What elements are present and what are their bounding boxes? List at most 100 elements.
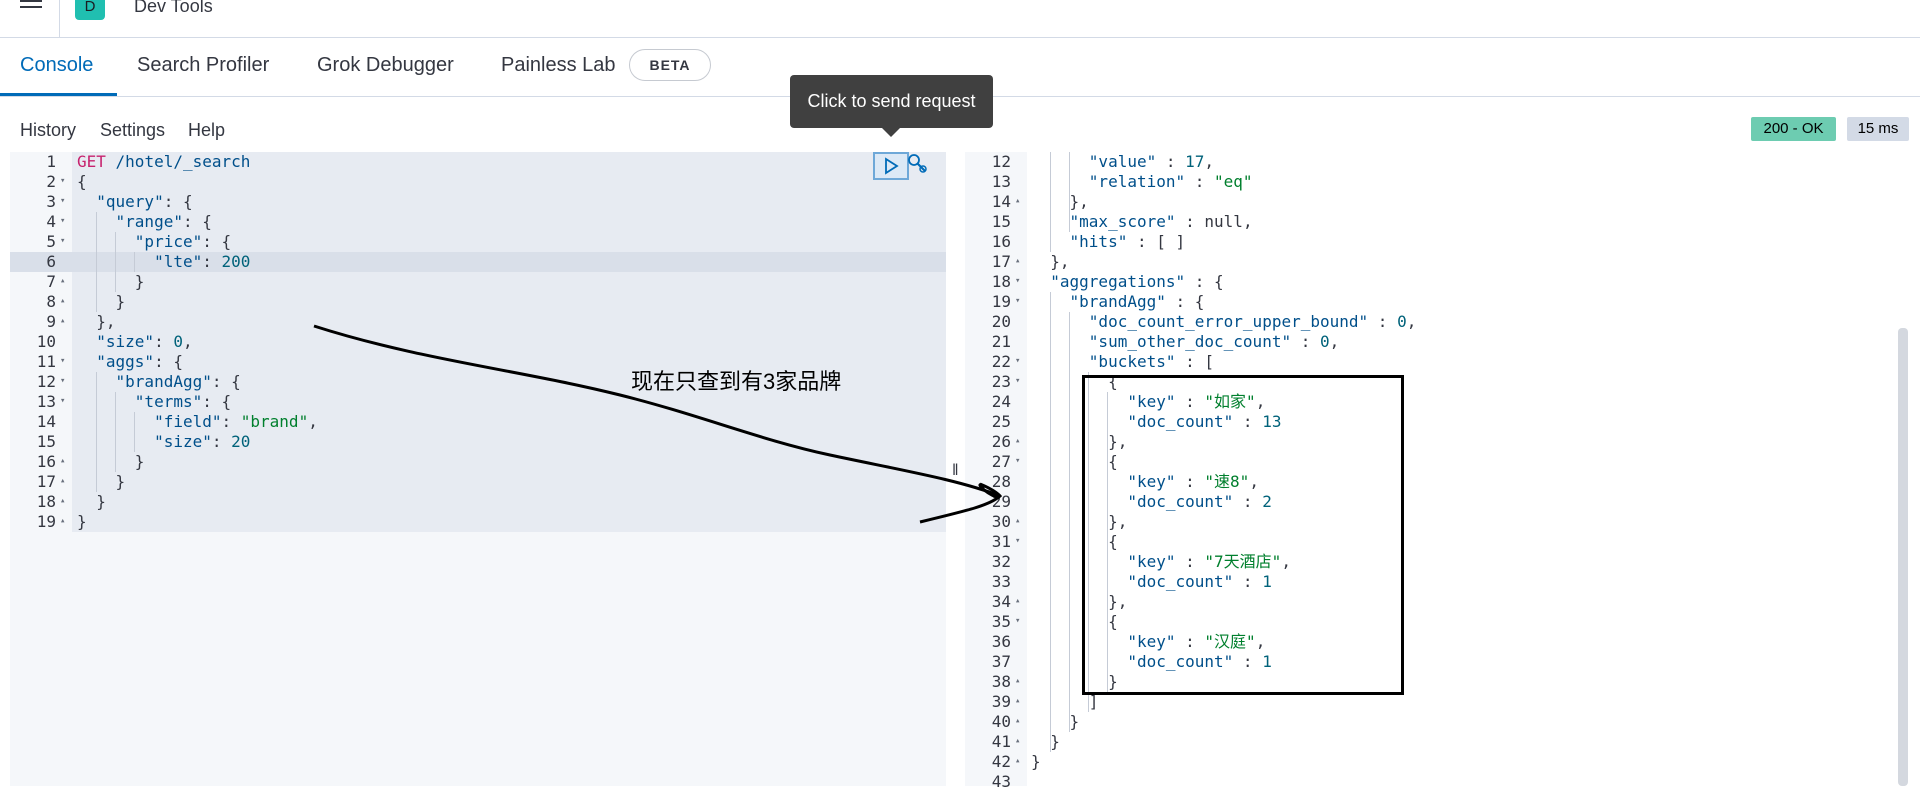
fold-toggle-icon[interactable]: ▾ xyxy=(1015,296,1021,306)
panel-resizer[interactable]: ‖ xyxy=(952,462,959,479)
line-number: 15 xyxy=(36,432,56,451)
indent-guide xyxy=(115,232,116,292)
active-line-highlight xyxy=(10,252,946,272)
response-line: "doc_count" : 13 xyxy=(1127,412,1282,431)
fold-end-icon: ▴ xyxy=(60,276,66,286)
space-avatar[interactable]: D xyxy=(75,0,105,20)
response-gutter xyxy=(965,152,1027,786)
fold-end-icon: ▴ xyxy=(1015,596,1021,606)
line-number: 4 xyxy=(46,212,56,231)
indent-guide xyxy=(1107,392,1108,692)
response-line: "key" : "如家", xyxy=(1127,392,1266,411)
menu-icon[interactable] xyxy=(20,0,42,14)
line-number: 22 xyxy=(991,352,1011,371)
code-line: "query": { xyxy=(96,192,193,211)
fold-end-icon: ▴ xyxy=(1015,716,1021,726)
request-selection xyxy=(72,152,946,532)
response-line: { xyxy=(1031,532,1118,551)
code-line: { xyxy=(77,172,87,191)
buckets-highlight-box xyxy=(1082,375,1404,695)
fold-toggle-icon[interactable]: ▾ xyxy=(60,396,66,406)
fold-toggle-icon[interactable]: ▾ xyxy=(1015,536,1021,546)
line-number: 11 xyxy=(36,352,56,371)
response-line: "key" : "汉庭", xyxy=(1127,632,1266,651)
fold-toggle-icon[interactable]: ▾ xyxy=(60,236,66,246)
response-line: ] xyxy=(1031,692,1099,711)
response-scrollbar[interactable] xyxy=(1898,328,1908,786)
code-line: "field": "brand", xyxy=(154,412,318,431)
fold-toggle-icon[interactable]: ▾ xyxy=(1015,276,1021,286)
line-number: 18 xyxy=(991,272,1011,291)
indent-guide xyxy=(1069,152,1070,232)
header-divider xyxy=(59,0,60,37)
code-line: "terms": { xyxy=(134,392,232,411)
code-line: "range": { xyxy=(115,212,212,231)
fold-toggle-icon[interactable]: ▾ xyxy=(1015,376,1021,386)
request-line: GET /hotel/_search xyxy=(77,152,250,172)
line-number: 17 xyxy=(36,472,56,491)
response-line: "doc_count" : 2 xyxy=(1127,492,1272,511)
response-line: "relation" : "eq" xyxy=(1088,172,1253,191)
fold-end-icon: ▴ xyxy=(1015,756,1021,766)
active-tab-indicator xyxy=(0,93,117,96)
play-icon xyxy=(885,157,899,175)
line-number: 40 xyxy=(991,712,1011,731)
line-number: 39 xyxy=(991,692,1011,711)
fold-toggle-icon[interactable]: ▾ xyxy=(60,356,66,366)
response-line: }, xyxy=(1031,252,1070,271)
code-line: "lte": 200 xyxy=(154,252,251,271)
history-link[interactable]: History xyxy=(20,120,77,140)
code-line: } xyxy=(77,492,106,511)
indent-guide xyxy=(1050,292,1051,752)
tab-grok-debugger[interactable]: Grok Debugger xyxy=(317,54,454,76)
wrench-icon[interactable] xyxy=(906,151,928,175)
line-number: 25 xyxy=(991,412,1011,431)
fold-end-icon: ▴ xyxy=(1015,676,1021,686)
fold-end-icon: ▴ xyxy=(1015,196,1021,206)
fold-toggle-icon[interactable]: ▾ xyxy=(60,216,66,226)
line-number: 35 xyxy=(991,612,1011,631)
response-line: } xyxy=(1031,712,1080,731)
request-path: /hotel/_search xyxy=(105,152,251,171)
fold-end-icon: ▴ xyxy=(60,476,66,486)
line-number: 37 xyxy=(991,652,1011,671)
line-number: 28 xyxy=(991,472,1011,491)
line-number: 5 xyxy=(46,232,56,251)
response-line: "key" : "7天酒店", xyxy=(1127,552,1291,571)
line-number: 2 xyxy=(46,172,56,191)
response-line: "doc_count_error_upper_bound" : 0, xyxy=(1088,312,1417,331)
indent-guide xyxy=(1050,152,1051,252)
line-number: 14 xyxy=(991,192,1011,211)
tab-search-profiler[interactable]: Search Profiler xyxy=(137,54,270,76)
fold-toggle-icon[interactable]: ▾ xyxy=(60,176,66,186)
fold-toggle-icon[interactable]: ▾ xyxy=(1015,356,1021,366)
tab-console[interactable]: Console xyxy=(20,54,94,76)
fold-toggle-icon[interactable]: ▾ xyxy=(1015,616,1021,626)
response-line: } xyxy=(1031,732,1060,751)
fold-toggle-icon[interactable]: ▾ xyxy=(1015,456,1021,466)
response-line: { xyxy=(1031,452,1118,471)
tooltip-arrow xyxy=(882,128,900,137)
settings-link[interactable]: Settings xyxy=(100,120,166,140)
response-line: "key" : "速8", xyxy=(1127,472,1259,491)
line-number: 41 xyxy=(991,732,1011,751)
response-line: } xyxy=(1031,752,1041,771)
response-line: { xyxy=(1031,612,1118,631)
response-line: "aggregations" : { xyxy=(1050,272,1224,291)
fold-toggle-icon[interactable]: ▾ xyxy=(60,376,66,386)
line-number: 17 xyxy=(991,252,1011,271)
response-line: "doc_count" : 1 xyxy=(1127,572,1272,591)
indent-guide xyxy=(1069,312,1070,732)
tab-painless-lab[interactable]: Painless Lab xyxy=(501,54,616,76)
response-line: "hits" : [ ] xyxy=(1069,232,1186,251)
line-number: 1 xyxy=(46,152,56,171)
code-line: "aggs": { xyxy=(96,352,183,371)
fold-toggle-icon[interactable]: ▾ xyxy=(60,196,66,206)
send-request-button[interactable] xyxy=(873,152,909,180)
request-method: GET xyxy=(77,152,106,171)
line-number: 36 xyxy=(991,632,1011,651)
indent-guide xyxy=(1088,372,1089,712)
send-request-tooltip: Click to send request xyxy=(790,75,993,128)
help-link[interactable]: Help xyxy=(188,120,226,140)
code-line: "size": 0, xyxy=(96,332,193,351)
